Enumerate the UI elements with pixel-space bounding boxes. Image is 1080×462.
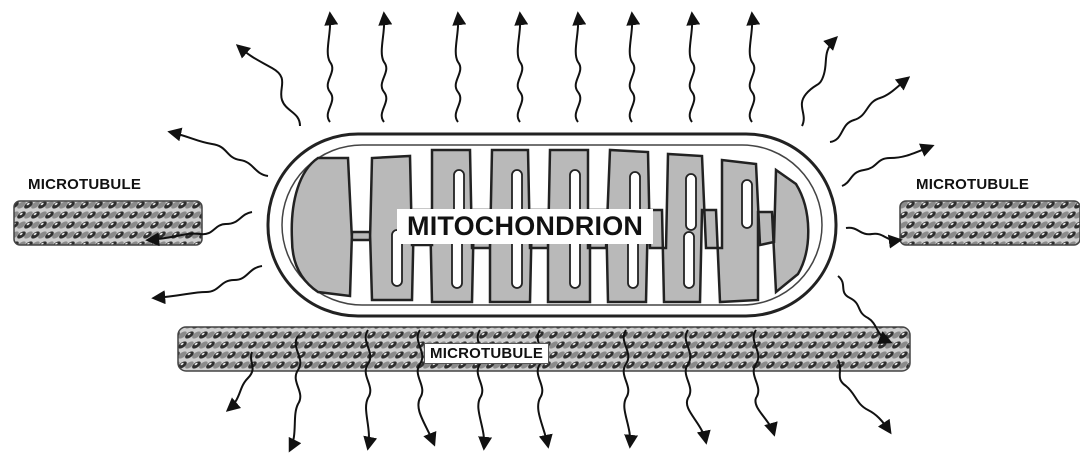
wave-arrow: [630, 14, 635, 122]
wave-arrow: [456, 14, 461, 122]
wave-arrow: [518, 14, 523, 122]
mitochondrion-label: MITOCHONDRION: [397, 209, 653, 244]
wave-arrow: [238, 46, 300, 126]
microtubule-left-label: MICROTUBULE: [28, 176, 141, 193]
wave-arrow: [830, 78, 908, 142]
wave-arrow: [750, 14, 755, 122]
wave-arrow: [846, 228, 900, 241]
wave-arrow: [328, 14, 333, 122]
wave-arrow: [802, 38, 836, 126]
wave-arrow: [690, 14, 695, 122]
wave-arrow: [170, 132, 268, 176]
wave-arrow: [154, 266, 262, 298]
wave-arrow: [382, 14, 387, 122]
microtubule-left: [14, 201, 202, 245]
wave-arrow: [576, 14, 581, 122]
microtubule-bottom-label: MICROTUBULE: [424, 343, 549, 364]
microtubule-right-label: MICROTUBULE: [916, 176, 1029, 193]
microtubule-right: [900, 201, 1080, 245]
